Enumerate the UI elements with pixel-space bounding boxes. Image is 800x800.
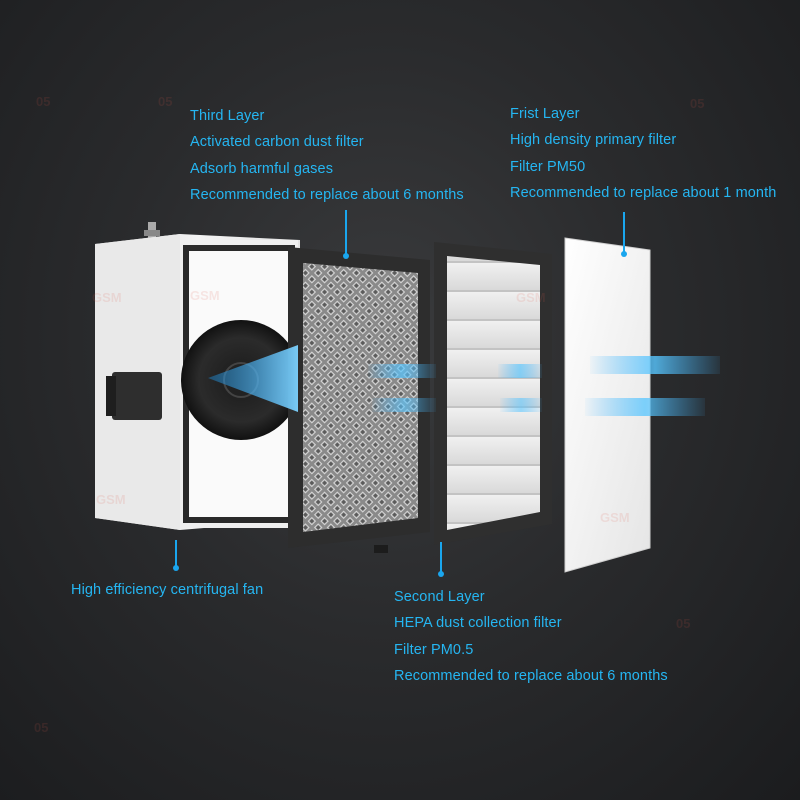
second-layer-line3: Recommended to replace about 6 months [394, 667, 668, 684]
watermark: GSM [96, 492, 126, 507]
watermark: GSM [92, 290, 122, 305]
third-layer-line2: Adsorb harmful gases [190, 160, 334, 177]
leader-lines [175, 210, 625, 574]
third-layer-line3: Recommended to replace about 6 months [190, 186, 464, 203]
second-layer-line2: Filter PM0.5 [394, 641, 474, 658]
first-layer-title: Frist Layer [510, 106, 580, 122]
watermark: 05 [690, 96, 705, 111]
second-layer-panel [434, 242, 552, 545]
watermark: 05 [158, 94, 173, 109]
airflow-arrows [208, 345, 720, 416]
watermark: 05 [676, 616, 691, 631]
watermark: GSM [190, 288, 220, 303]
watermark: GSM [600, 510, 630, 525]
second-layer-title: Second Layer [394, 589, 485, 605]
second-layer-caption: Second Layer HEPA dust collection filter… [394, 584, 668, 689]
third-layer-title: Third Layer [190, 108, 265, 124]
first-layer-caption: Frist Layer High density primary filter … [510, 101, 776, 206]
first-layer-line3: Recommended to replace about 1 month [510, 184, 777, 201]
third-layer-caption: Third Layer Activated carbon dust filter… [190, 103, 464, 208]
second-layer-line1: HEPA dust collection filter [394, 615, 562, 632]
watermark: 05 [34, 720, 49, 735]
third-layer-panel [288, 247, 430, 553]
fan-label: High efficiency centrifugal fan [71, 582, 264, 598]
third-layer-line1: Activated carbon dust filter [190, 134, 364, 151]
fan-caption: High efficiency centrifugal fan [71, 577, 263, 603]
first-layer-line2: Filter PM50 [510, 158, 586, 175]
airflow-arrow-icon [208, 345, 298, 412]
watermark: 05 [36, 94, 51, 109]
first-layer-line1: High density primary filter [510, 132, 677, 149]
watermark: GSM [516, 290, 546, 305]
